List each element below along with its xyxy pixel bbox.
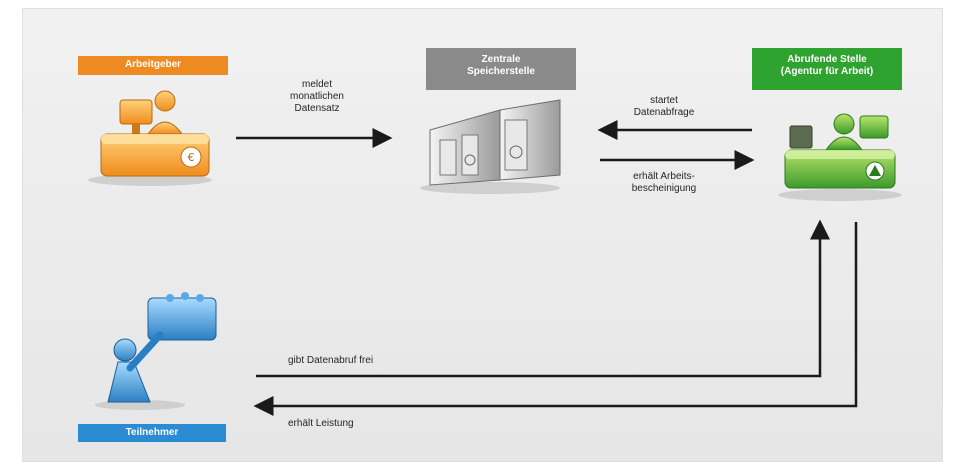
flow-label-line: monatlichen bbox=[290, 91, 344, 102]
agency-desk-icon bbox=[778, 113, 902, 201]
central-storage-label-line-1: Zentrale bbox=[481, 54, 521, 65]
flow-label-line: Datensatz bbox=[294, 103, 340, 114]
flow-label-line: Datenabfrage bbox=[633, 107, 695, 118]
flow-label-agency-to-central: startet Datenabfrage bbox=[594, 95, 734, 119]
agency-label-line-1: Abrufende Stelle bbox=[787, 54, 867, 65]
flow-label-line: meldet bbox=[301, 79, 332, 90]
employer-desk-euro-icon: € bbox=[88, 90, 212, 186]
central-storage-label: Zentrale Speicherstelle bbox=[426, 48, 576, 90]
arrow-participant-to-agency bbox=[256, 219, 830, 378]
flow-label-employer-to-central: meldet monatlichen Datensatz bbox=[262, 79, 372, 115]
flow-label-participant-to-agency: gibt Datenabruf frei bbox=[288, 355, 374, 366]
flow-label-agency-to-participant: erhält Leistung bbox=[288, 418, 354, 429]
server-rack-icon bbox=[420, 99, 561, 194]
flow-label-central-to-agency: erhält Arbeits- bescheinigung bbox=[594, 171, 734, 195]
agency-label-line-2: (Agentur für Arbeit) bbox=[780, 66, 874, 77]
participant-card-icon bbox=[95, 292, 217, 410]
flow-label-line: erhält Arbeits- bbox=[633, 171, 695, 182]
central-storage-label-line-2: Speicherstelle bbox=[467, 66, 535, 77]
arrow-agency-to-participant bbox=[253, 222, 858, 416]
flow-label-line: bescheinigung bbox=[631, 183, 697, 194]
participant-label: Teilnehmer bbox=[78, 424, 226, 442]
employer-label: Arbeitgeber bbox=[78, 56, 228, 75]
agency-label: Abrufende Stelle (Agentur für Arbeit) bbox=[752, 48, 902, 90]
flow-label-line: startet bbox=[650, 95, 678, 106]
svg-text:€: € bbox=[188, 151, 195, 164]
